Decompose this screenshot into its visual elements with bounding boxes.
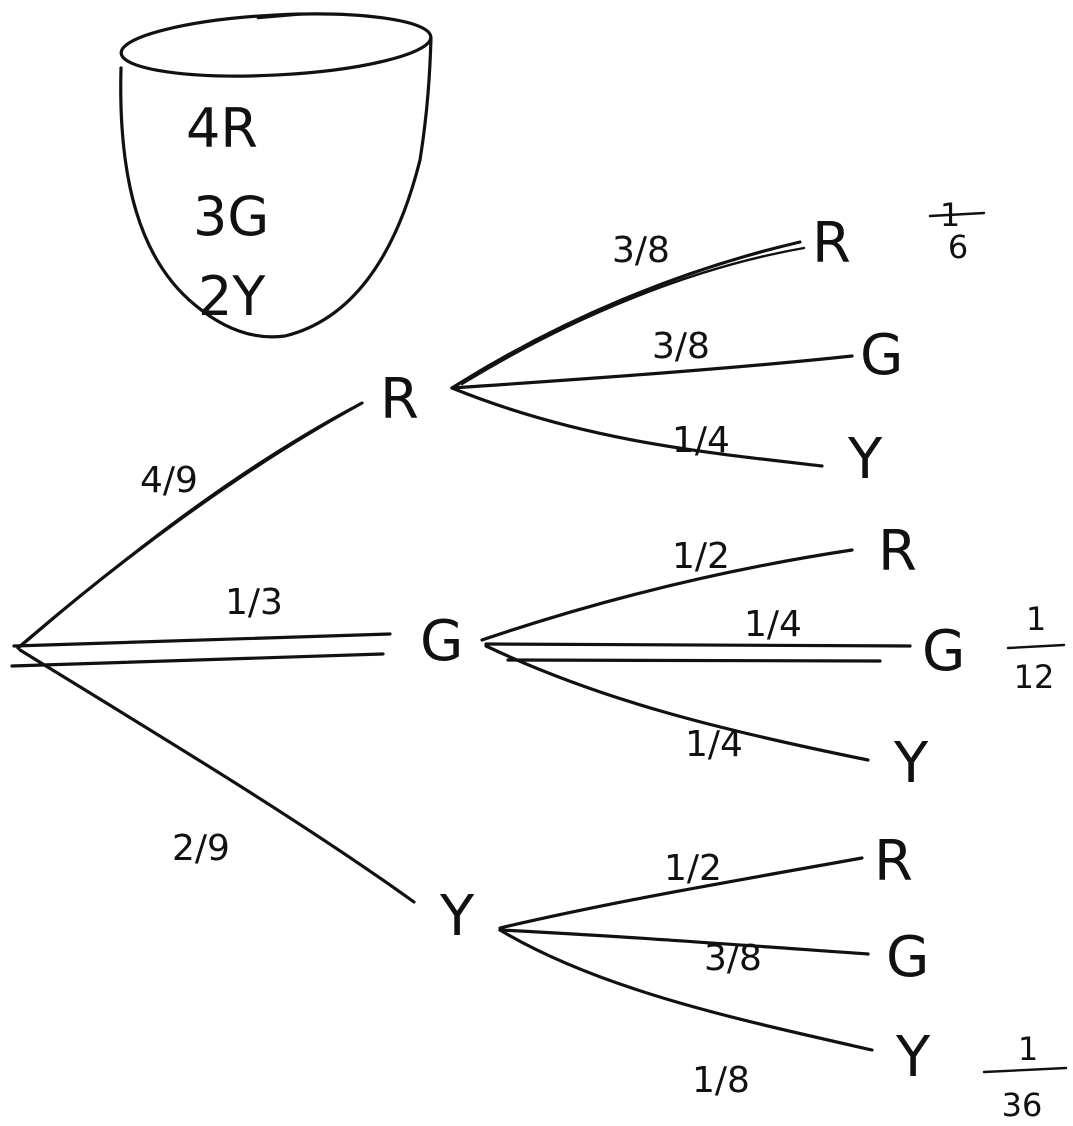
bag-rim-tick: [256, 12, 307, 20]
result-YY: 1 36: [982, 1030, 1068, 1124]
branch-to-R: [16, 401, 364, 650]
node-first-R: R: [380, 367, 419, 432]
result-YY-numerator: 1: [1018, 1030, 1038, 1068]
branch-YY: [498, 928, 874, 1052]
branch-RR: [450, 240, 802, 390]
result-RR-bar: [928, 211, 986, 218]
result-YY-denominator: 36: [1002, 1086, 1043, 1124]
bag: 4R 3G 2Y: [119, 12, 433, 339]
prob-RR: 3/8: [612, 230, 670, 271]
branch-RG: [450, 354, 854, 390]
branches-from-Y: [498, 856, 874, 1052]
node-GR: R: [878, 519, 917, 584]
branch-RY: [450, 386, 824, 468]
bag-line-green: 3G: [193, 185, 269, 248]
node-first-G: G: [420, 609, 463, 674]
node-RR: R: [812, 211, 851, 276]
branch-to-G: [12, 632, 392, 648]
branch-YG: [498, 928, 870, 956]
branch-to-Y: [18, 648, 416, 904]
bag-body: [119, 36, 433, 339]
node-RG: G: [860, 323, 903, 388]
branch-to-G-double: [10, 652, 385, 668]
prob-first-Y: 2/9: [172, 828, 230, 869]
branch-YR: [498, 856, 864, 930]
bag-line-yellow: 2Y: [198, 265, 266, 328]
node-YG: G: [886, 925, 929, 990]
prob-RY: 1/4: [672, 420, 730, 461]
branch-to-R-double: [24, 406, 354, 644]
branches-from-G: [480, 548, 912, 762]
bag-line-red: 4R: [186, 97, 258, 160]
branch-GR: [480, 548, 854, 642]
node-GG: G: [922, 619, 965, 684]
prob-GG: 1/4: [744, 604, 802, 645]
branches-from-R: [450, 240, 854, 468]
first-level-branches: [10, 401, 416, 904]
prob-first-G: 1/3: [225, 582, 283, 623]
prob-YG: 3/8: [704, 938, 762, 979]
branch-RR-double: [460, 246, 806, 386]
result-GG: 1 12: [1006, 600, 1066, 696]
node-GY: Y: [893, 731, 929, 796]
prob-GR: 1/2: [672, 536, 730, 577]
result-RR: 1 6: [928, 196, 986, 266]
result-YY-bar: [982, 1066, 1068, 1074]
result-GG-denominator: 12: [1014, 658, 1055, 696]
prob-GY: 1/4: [685, 724, 743, 765]
branch-GG-double: [506, 658, 882, 663]
prob-YR: 1/2: [664, 848, 722, 889]
branch-GG: [484, 642, 912, 648]
result-GG-bar: [1006, 643, 1066, 650]
branch-GY: [484, 644, 870, 762]
node-YR: R: [874, 829, 913, 894]
prob-YY: 1/8: [692, 1060, 750, 1101]
prob-RG: 3/8: [652, 326, 710, 367]
result-GG-numerator: 1: [1026, 600, 1046, 638]
node-YY: Y: [895, 1025, 931, 1090]
result-RR-denominator: 6: [948, 228, 968, 266]
node-RY: Y: [847, 427, 883, 492]
bag-rim: [119, 12, 433, 78]
prob-first-R: 4/9: [140, 460, 198, 501]
node-first-Y: Y: [439, 884, 475, 949]
